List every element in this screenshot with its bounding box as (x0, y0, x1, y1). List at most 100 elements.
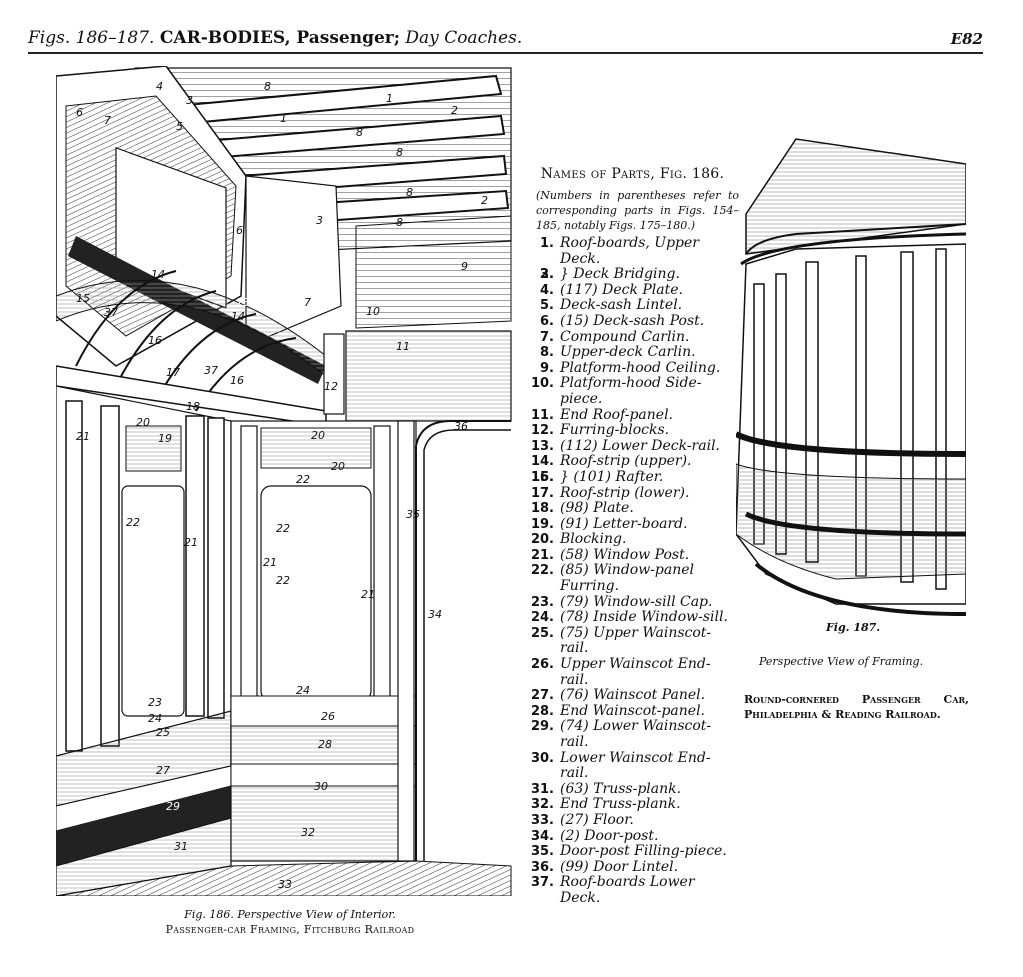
list-item: 34. (2) Door-post. (526, 827, 739, 845)
header-rule (28, 52, 983, 54)
item-number: 36. (530, 859, 554, 875)
list-item: 4. (117) Deck Plate. (526, 281, 739, 299)
item-number: 6. (540, 313, 554, 329)
fig186-number: 21 (263, 556, 277, 569)
fig186-number: 37 (104, 306, 118, 319)
item-number: 20. (530, 532, 554, 548)
item-number: 25. (530, 625, 554, 641)
list-item: 30.Lower Wainscot End-rail. (526, 750, 739, 782)
item-number: 31. (530, 781, 554, 797)
fig186-number: 22 (276, 574, 290, 587)
list-item: 13.(112) Lower Deck-rail. (526, 438, 739, 455)
item-text: (76) Wainscot Panel. (560, 687, 706, 704)
fig186-number: 13 (178, 252, 192, 265)
item-text: Door-post Filling-piece. (560, 843, 727, 860)
list-item: 28.End Wainscot-panel. (526, 703, 739, 720)
fig186-number: 21 (184, 536, 198, 549)
item-number: 14. (530, 454, 554, 470)
fig186-number: 26 (321, 710, 335, 723)
fig186-number: 14 (151, 268, 165, 281)
item-number: 23. (530, 594, 554, 610)
item-text: Compound Carlin. (560, 328, 690, 345)
fig186-number: 8 (264, 80, 271, 93)
item-number: 2. (540, 267, 554, 283)
fig186-number: 8 (396, 146, 403, 159)
fig186-number: 8 (396, 216, 403, 229)
fig186-number: 36 (454, 420, 468, 433)
list-item: 22.(85) Window-panel Furring. (526, 563, 739, 594)
item-number: 24. (530, 610, 554, 626)
list-item: 3.} Deck Bridging. (526, 266, 739, 283)
fig186-number: 14 (231, 310, 245, 323)
item-number: 21. (530, 547, 554, 563)
item-text: (85) Window-panel Furring. (560, 562, 695, 595)
item-text: (58) Window Post. (560, 546, 690, 563)
item-number: 16. (530, 469, 554, 485)
fig186-number: 10 (366, 305, 380, 318)
item-number: 19. (530, 516, 554, 532)
item-text: End Truss-plank. (560, 796, 681, 813)
fig186-number: 32 (301, 826, 315, 839)
fig186-number: 22 (126, 516, 140, 529)
fig186-number: 5 (176, 120, 183, 133)
parts-list: Names of Parts, Fig. 186. (Numbers in pa… (526, 166, 739, 907)
item-number: 33. (530, 812, 554, 828)
item-number: 5. (540, 298, 554, 314)
fig186-number: 24 (148, 712, 162, 725)
item-number: 15. (530, 469, 554, 485)
list-item: 26.Upper Wainscot End-rail. (526, 656, 739, 688)
fig186-number: 20 (136, 416, 150, 429)
fig186-number: 35 (406, 508, 420, 521)
fig187-label: Fig. 187. (826, 621, 881, 634)
list-item: 10. Platform-hood Side-piece. (526, 376, 739, 407)
fig187-caption-railroad: Round-cornered Passenger Car, Philadelph… (744, 693, 969, 721)
item-number: 4. (540, 282, 554, 298)
page-header: Figs. 186–187. CAR-BODIES, Passenger; Da… (28, 24, 983, 54)
item-number: 8. (540, 345, 554, 361)
fig187-illustration (736, 138, 966, 616)
fig186-caption: Fig. 186. Perspective View of Interior. … (120, 907, 460, 937)
item-number: 29. (530, 719, 554, 735)
fig187-caption: Perspective View of Framing. (759, 655, 924, 668)
page-number: E82 (950, 30, 983, 48)
list-item: 21. (58) Window Post. (526, 546, 739, 564)
item-text: (99) Door Lintel. (560, 858, 679, 875)
item-text: (2) Door-post. (560, 827, 659, 844)
item-number: 32. (530, 797, 554, 813)
fig186-number: 37 (204, 364, 218, 377)
item-text: Roof-strip (upper). (560, 453, 692, 470)
fig186-number: 15 (76, 292, 90, 305)
item-text: (117) Deck Plate. (560, 281, 683, 298)
item-text: (78) Inside Window-sill. (560, 609, 728, 626)
list-item: 33.(27) Floor. (526, 812, 739, 829)
fig186-caption-line1: Fig. 186. Perspective View of Interior. (184, 908, 396, 921)
item-number: 3. (540, 267, 554, 283)
fig186-number: 21 (76, 430, 90, 443)
item-text: Roof-boards, Upper Deck. (560, 235, 699, 267)
list-item: 36. (99) Door Lintel. (526, 858, 739, 876)
list-item: 31.(63) Truss-plank. (526, 781, 739, 798)
item-number: 35. (530, 844, 554, 860)
fig186-number: 12 (324, 380, 338, 393)
header-section: CAR-BODIES, Passenger; (159, 28, 401, 48)
header-subsection: Day Coaches. (405, 28, 523, 48)
item-number: 27. (530, 688, 554, 704)
item-text: Deck-sash Lintel. (560, 297, 683, 314)
list-item: 7.Compound Carlin. (526, 328, 739, 346)
item-number: 9. (540, 360, 554, 376)
item-number: 34. (530, 828, 554, 844)
fig186-number: 7 (104, 114, 111, 127)
item-text: (79) Window-sill Cap. (560, 593, 713, 610)
list-item: 32. End Truss-plank. (526, 797, 739, 813)
fig186-number: 28 (318, 738, 332, 751)
item-text: (98) Plate. (560, 500, 634, 517)
item-number: 10. (530, 376, 554, 392)
fig186-number: 34 (428, 608, 442, 621)
list-item: 18.(98) Plate. (526, 500, 739, 517)
fig186-number: 1 (386, 92, 393, 105)
item-text: Furring-blocks. (560, 422, 670, 439)
item-text: Platform-hood Side-piece. (560, 375, 702, 407)
fig186-number: 16 (148, 334, 162, 347)
item-number: 26. (530, 657, 554, 673)
fig186-number: 23 (148, 696, 162, 709)
